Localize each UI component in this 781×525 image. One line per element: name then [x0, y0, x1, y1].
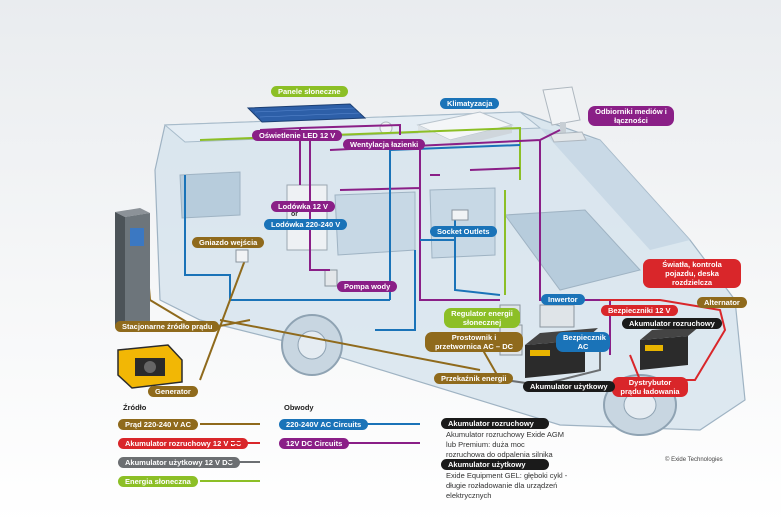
- legend-line-circuit-ac: [365, 423, 420, 425]
- fridge-graphic: [286, 184, 328, 251]
- label-generator: Generator: [148, 386, 198, 397]
- label-starter-battery: Akumulator rozruchowy: [622, 318, 722, 329]
- satellite-dish-graphic: [542, 86, 587, 143]
- info-starter-title: Akumulator rozruchowy: [441, 418, 549, 429]
- info-leisure-desc: Exide Equipment GEL: głęboki cykl - dług…: [446, 471, 568, 500]
- legend-line-circuit-dc: [345, 442, 420, 444]
- label-solar-panels: Panele słoneczne: [271, 86, 348, 97]
- legend-line-starter: [230, 442, 260, 444]
- input-socket-graphic: [235, 249, 249, 263]
- water-pump-graphic: [324, 269, 338, 287]
- label-water-pump: Pompa wody: [337, 281, 398, 292]
- label-fridge-12v: Lodówka 12 V: [271, 201, 336, 212]
- socket-graphic: [451, 209, 469, 221]
- label-media-receivers: Odbiorniki mediów i łączności: [588, 106, 674, 126]
- charging-post-graphic: [115, 208, 150, 330]
- legend-source-solar: Energia słoneczna: [118, 476, 198, 487]
- starter-battery-graphic: [640, 326, 700, 370]
- legend-line-leisure: [228, 461, 260, 463]
- legend-source-ac: Prąd 220-240 V AC: [118, 419, 199, 430]
- label-bathroom-vent: Wentylacja łazienki: [343, 139, 426, 150]
- label-fridge-ac: Lodówka 220-240 V: [264, 219, 348, 230]
- label-input-socket: Gniazdo wejścia: [192, 237, 265, 248]
- label-solar-regulator: Regulator energii słonecznej: [444, 308, 520, 328]
- legend-source-starter: Akumulator rozruchowy 12 V DC: [118, 438, 249, 449]
- label-alternator: Alternator: [697, 297, 747, 308]
- legend-line-ac: [200, 423, 260, 425]
- label-energy-relay: Przekaźnik energii: [434, 373, 514, 384]
- label-leisure-battery: Akumulator użytkowy: [523, 381, 615, 392]
- info-starter-desc: Akumulator rozruchowy Exide AGM lub Prem…: [446, 430, 564, 459]
- legend-source-leisure: Akumulator użytkowy 12 V DC: [118, 457, 240, 468]
- label-fuses-12v: Bezpieczniki 12 V: [601, 305, 678, 316]
- solar-panel-graphic: [246, 103, 367, 123]
- info-leisure-title: Akumulator użytkowy: [441, 459, 549, 470]
- legend-source-title: Źródło: [123, 403, 147, 412]
- label-or: or: [291, 211, 298, 218]
- label-led-lighting: Oświetlenie LED 12 V: [252, 130, 343, 141]
- legend-line-solar: [200, 480, 260, 482]
- label-socket-outlets: Socket Outlets: [430, 226, 497, 237]
- label-charge-distributor: Dystrybutor prądu ładowania: [612, 377, 688, 397]
- label-stationary-source: Stacjonarne źródło prądu: [115, 321, 220, 332]
- legend-circuit-dc: 12V DC Circuits: [279, 438, 350, 449]
- copyright: © Exide Technologies: [665, 457, 723, 463]
- label-air-conditioning: Klimatyzacja: [440, 98, 500, 109]
- label-fuse-ac: Bezpiecznik AC: [556, 332, 610, 352]
- generator-graphic: [117, 344, 183, 389]
- legend-circuits-title: Obwody: [284, 403, 314, 412]
- label-inverter: Inwertor: [541, 294, 585, 305]
- label-lights-control: Światła, kontrola pojazdu, deska rozdzie…: [643, 259, 741, 288]
- legend-circuit-ac: 220-240V AC Circuits: [279, 419, 369, 430]
- inverter-graphic: [539, 304, 575, 328]
- label-rectifier: Prostownik i przetwornica AC – DC: [425, 332, 523, 352]
